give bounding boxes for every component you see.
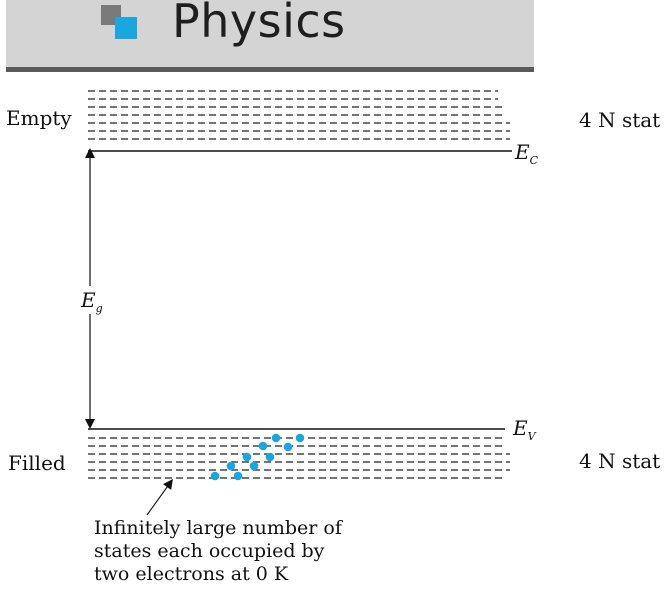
note-pointer-arrow xyxy=(146,478,173,516)
valence-edge-label: EV xyxy=(513,416,536,443)
electron-cluster xyxy=(210,433,305,481)
electron-dot xyxy=(283,442,293,452)
gap-label: Eg xyxy=(81,286,103,315)
electron-dot xyxy=(226,461,236,471)
logo-blue-square xyxy=(115,17,137,39)
note-line: Infinitely large number of xyxy=(94,517,342,539)
note-line: states each occupied by xyxy=(94,540,325,562)
valence-band-levels xyxy=(88,437,510,479)
header-bar xyxy=(6,0,534,67)
electron-dot xyxy=(265,452,275,462)
filled-label: Filled xyxy=(8,451,66,475)
electron-dot xyxy=(295,433,305,443)
conduction-edge-label: EC xyxy=(515,140,539,167)
header-rule xyxy=(6,67,534,72)
electron-dot xyxy=(210,471,220,481)
bottom-band-states: 4 N stat xyxy=(579,449,661,473)
empty-label: Empty xyxy=(6,106,72,130)
note-line: two electrons at 0 K xyxy=(94,563,289,585)
electron-dot xyxy=(271,433,281,443)
electron-dot xyxy=(242,452,252,462)
electron-dot xyxy=(233,471,243,481)
electron-dot xyxy=(249,461,259,471)
note-text: Infinitely large number of states each o… xyxy=(94,517,342,586)
conduction-band-levels xyxy=(88,90,510,140)
page-title: Physics xyxy=(172,0,346,48)
top-band-states: 4 N stat xyxy=(579,108,661,132)
electron-dot xyxy=(258,441,268,451)
